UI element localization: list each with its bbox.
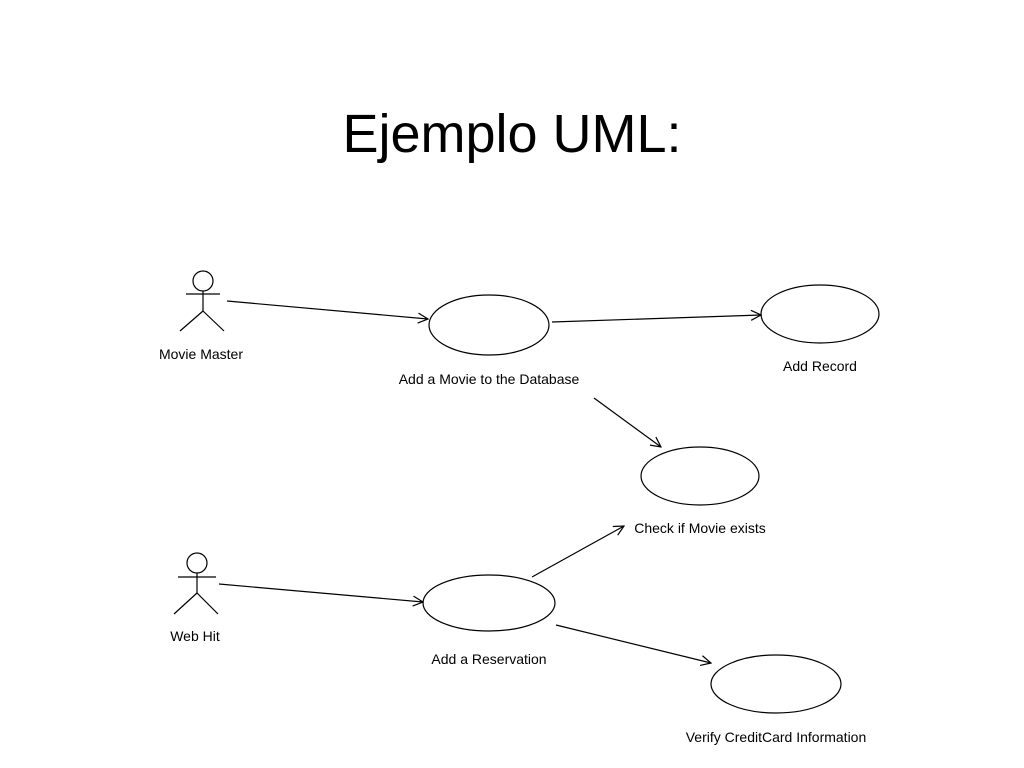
association-add-movie-to-check-movie — [593, 397, 661, 447]
association-web-hit-to-add-reservation — [218, 583, 423, 602]
use-case-check-movie: Check if Movie exists — [634, 446, 766, 536]
use-case-ellipse — [428, 294, 550, 356]
use-case-label: Verify CreditCard Information — [686, 729, 867, 745]
use-case-add-record: Add Record — [760, 284, 880, 374]
association-movie-master-to-add-movie — [226, 300, 428, 319]
stick-figure-icon — [179, 270, 225, 332]
association-add-reservation-to-check-movie — [531, 526, 624, 578]
use-case-ellipse — [640, 446, 760, 506]
actor-web-hit: Web Hit — [170, 552, 220, 644]
association-add-movie-to-add-record — [551, 315, 761, 323]
use-case-label: Add a Reservation — [431, 651, 546, 667]
actor-label: Web Hit — [170, 628, 220, 644]
use-case-ellipse — [422, 574, 556, 632]
use-case-verify-creditcard: Verify CreditCard Information — [686, 654, 867, 745]
slide-title: Ejemplo UML: — [342, 104, 682, 164]
use-case-ellipse — [760, 284, 880, 344]
use-case-label: Add Record — [783, 358, 857, 374]
use-case-add-reservation: Add a Reservation — [422, 574, 556, 667]
use-case-label: Check if Movie exists — [634, 520, 765, 536]
use-case-label: Add a Movie to the Database — [399, 371, 580, 387]
use-case-ellipse — [710, 654, 842, 714]
association-add-reservation-to-verify-creditcard — [555, 624, 711, 663]
actor-movie-master: Movie Master — [159, 270, 243, 362]
stick-figure-icon — [173, 552, 219, 615]
actor-label: Movie Master — [159, 346, 243, 362]
use-case-add-movie: Add a Movie to the Database — [399, 294, 580, 387]
